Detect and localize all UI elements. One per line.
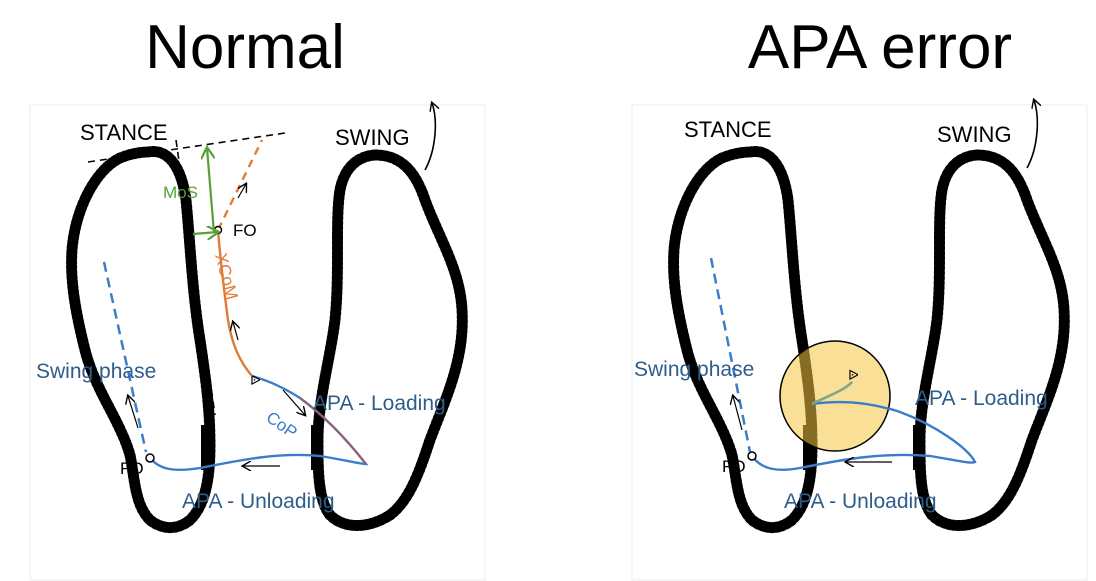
fo-left-marker [146, 454, 154, 462]
panel-apa-error-title: APA error [748, 13, 1012, 82]
cop-squiggle-mark: ᐉ [848, 368, 859, 384]
swing-label: SWING [937, 122, 1012, 147]
panel-normal-title: Normal [145, 13, 345, 82]
swing-phase-label: Swing phase [634, 358, 754, 381]
swing-label: SWING [335, 125, 410, 150]
fo-left-label: FO [120, 459, 144, 478]
swing-phase-label: Swing phase [36, 360, 156, 383]
apa-unloading-label: APA - Unloading [182, 490, 335, 513]
stance-label: STANCE [80, 120, 168, 145]
fo-left-marker [748, 452, 756, 460]
fo-right-label: FO [233, 221, 257, 240]
fo-left-label: FO [722, 457, 746, 476]
apa-loading-label: APA - Loading [915, 387, 1048, 410]
mos-label: MoS [163, 183, 198, 202]
error-highlight-circle [780, 341, 890, 451]
apa-unloading-label: APA - Unloading [784, 490, 937, 513]
panel-apa-error: APA error STANCE SWING Swing phase FO AP… [632, 13, 1087, 580]
apa-loading-label: APA - Loading [313, 392, 446, 415]
stance-label: STANCE [684, 117, 772, 142]
panel-normal: Normal STANCE SWING Swing phase FO CoP A… [30, 13, 485, 580]
